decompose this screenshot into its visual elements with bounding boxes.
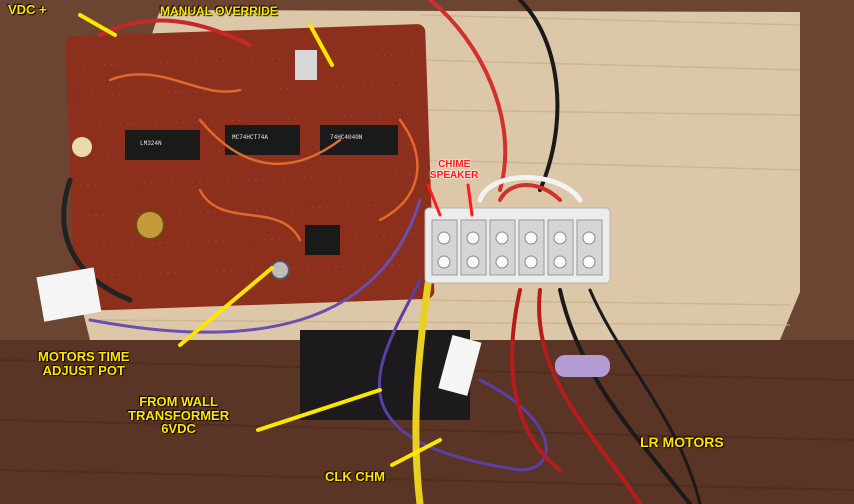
chip-hct: MC74HCT74A: [225, 125, 300, 155]
label-chime-speaker: CHIME SPEAKER: [430, 159, 479, 181]
label-manual-override: MANUAL OVERRIDE: [160, 4, 278, 18]
perfboard: [65, 24, 435, 311]
component-sensor: [72, 137, 92, 157]
motors-time-line-2: ADJUST POT: [42, 362, 125, 378]
from-wall-line-1: FROM WALL: [139, 394, 218, 409]
black-tape: [300, 330, 470, 420]
chip-4040: 74HC4040N: [320, 125, 398, 155]
pointer-lines: [78, 13, 442, 467]
chip-small: [305, 225, 340, 255]
tag-center: [438, 335, 482, 396]
time-pot: [270, 260, 290, 280]
purple-component: [555, 355, 610, 377]
manual-switch: [295, 50, 317, 80]
terminal-block: [424, 207, 611, 284]
from-wall-line-2: TRANSFORMER: [128, 407, 230, 423]
chime-line-1: CHIME: [438, 159, 471, 170]
label-from-wall: FROM WALL TRANSFORMER 6VDC: [128, 395, 229, 436]
motors-time-line-1: MOTORS TIME: [38, 349, 130, 364]
chime-pointer-lines: [426, 183, 474, 217]
label-lr-motors: LR MOTORS: [640, 434, 724, 450]
label-clk-chm: CLK CHM: [325, 469, 385, 484]
tag-left: [36, 267, 102, 322]
capacitor: [135, 210, 165, 240]
svg-text:MC74HCT74A: MC74HCT74A: [232, 134, 268, 141]
svg-text:LM324N: LM324N: [140, 140, 162, 147]
svg-text:74HC4040N: 74HC4040N: [330, 134, 363, 141]
chime-line-2: SPEAKER: [430, 169, 479, 181]
from-wall-line-3: 6VDC: [161, 421, 196, 437]
label-vdc-plus: VDC +: [8, 2, 47, 17]
chip-lm324: LM324N: [125, 130, 200, 160]
label-motors-time: MOTORS TIME ADJUST POT: [38, 350, 129, 377]
